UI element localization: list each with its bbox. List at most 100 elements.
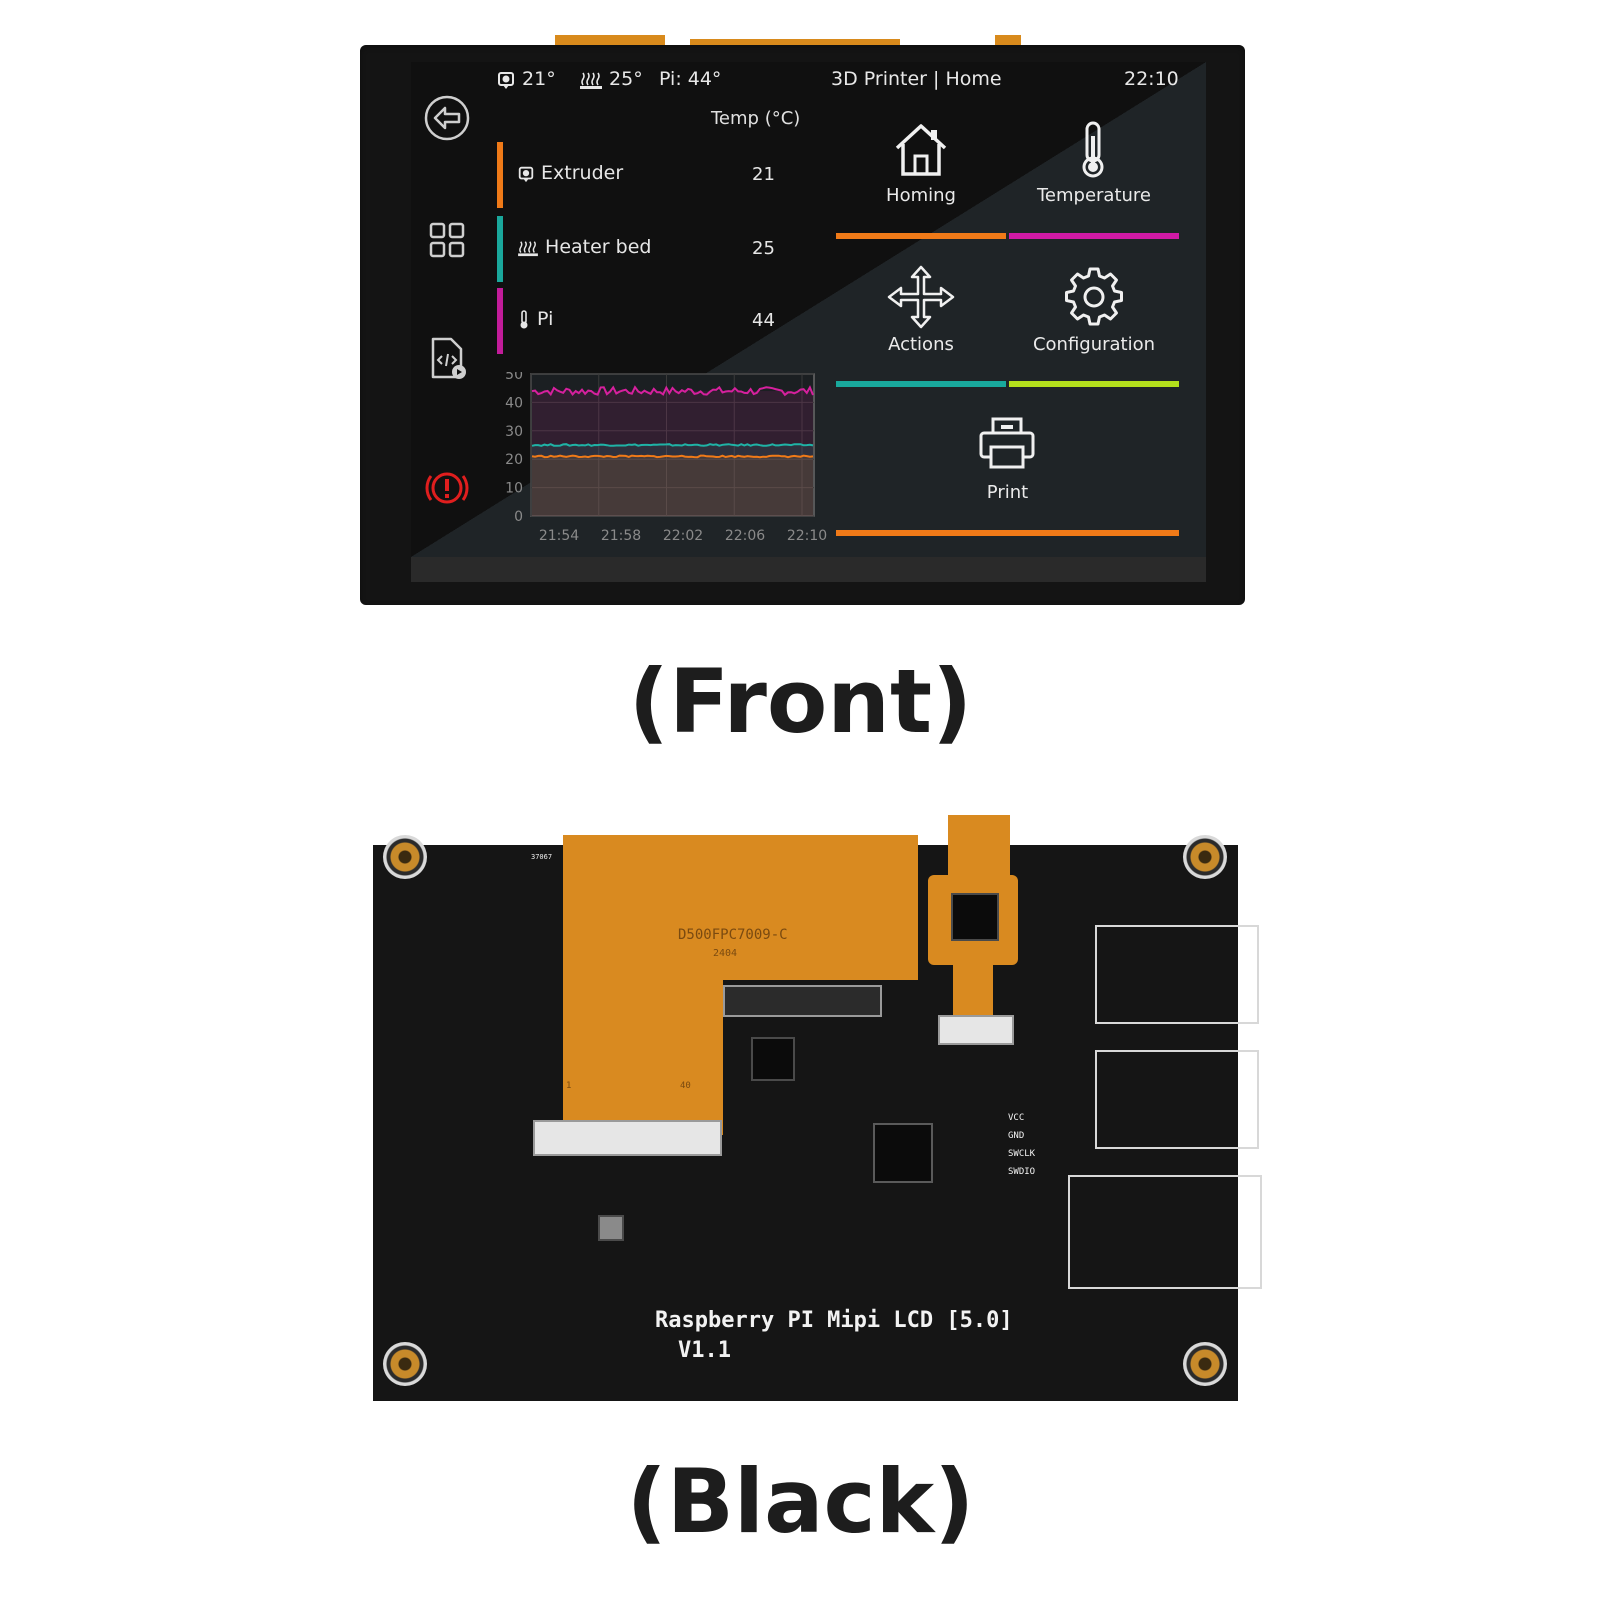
pin-swdio: SWDIO: [1008, 1167, 1036, 1177]
mipi-connector: [723, 985, 882, 1017]
fpc-pin-1: 1: [566, 1081, 572, 1091]
chart-y-tick-label: 0: [514, 509, 523, 525]
tile-underline: [1009, 233, 1179, 239]
status-clock: 22:10: [1124, 68, 1179, 90]
extruder-icon: [518, 166, 534, 182]
caption-front: (Front): [628, 650, 973, 753]
lcd-fpc-connector: [533, 1120, 722, 1156]
temp-row-extruder[interactable]: Extruder 21: [497, 142, 797, 208]
board-tiny-label: 37067: [531, 853, 553, 861]
mount-hole-bottom-left: [383, 1342, 427, 1386]
heater-bed-icon: [518, 240, 538, 256]
fpc-date: 2404: [713, 948, 738, 959]
back-arrow-icon: [424, 95, 470, 141]
mount-hole-top-right: [1183, 835, 1227, 879]
thermometer-icon: [1082, 121, 1104, 178]
chart-series-line: [531, 385, 814, 397]
silk-outline-3: [1068, 1175, 1262, 1289]
gear-icon: [1065, 267, 1123, 326]
grid-icon: [429, 222, 465, 258]
tile-underline: [836, 530, 1179, 536]
tile-label: Temperature: [1036, 185, 1152, 206]
chart-series-line: [531, 443, 814, 447]
tile-underline: [836, 233, 1006, 239]
bezel-chin: [411, 557, 1206, 582]
tile-underline: [836, 381, 1006, 387]
caption-back: (Black): [626, 1450, 975, 1553]
tile-temperature[interactable]: Temperature: [1009, 117, 1179, 257]
chart-y-tick-label: 40: [505, 395, 523, 411]
temp-row-color-bar: [497, 288, 503, 354]
printer-icon: [979, 417, 1035, 469]
tile-actions[interactable]: Actions: [836, 264, 1006, 404]
status-extruder-temp: 21°: [522, 68, 556, 90]
temp-row-value: 44: [752, 310, 775, 331]
chart-y-tick-label: 10: [505, 481, 523, 497]
top-ribbon-mid: [690, 39, 900, 49]
mount-hole-bottom-right: [1183, 1342, 1227, 1386]
fpc-ribbon-down: [563, 975, 723, 1135]
back-button[interactable]: [423, 94, 471, 142]
temp-row-color-bar: [497, 142, 503, 208]
fpc-code: D500FPC7009-C: [678, 927, 788, 943]
temp-row-value: 25: [752, 238, 775, 259]
lcd-screen: 21° 25° Pi: 44° 3D Printer | Home 22:10 …: [411, 62, 1206, 557]
status-pi-temp: Pi: 44°: [659, 68, 722, 90]
chart-x-tick-label: 21:58: [601, 528, 641, 544]
tile-label: Print: [986, 482, 1029, 503]
tile-label: Configuration: [1032, 334, 1156, 355]
emergency-stop-button[interactable]: [423, 464, 471, 512]
fpc-ribbon-top: [563, 835, 918, 980]
thermometer-icon: [520, 309, 528, 328]
menu-grid-button[interactable]: [423, 216, 471, 264]
move-arrows-icon: [887, 265, 955, 329]
temp-row-color-bar: [497, 216, 503, 282]
status-bed-temp: 25°: [609, 68, 643, 90]
pin-gnd: GND: [1008, 1131, 1025, 1141]
board-label: Raspberry PI Mipi LCD [5.0]: [655, 1308, 1013, 1333]
status-extruder: 21°: [496, 68, 556, 90]
heater-bed-icon: [580, 72, 602, 89]
chart-y-ticks: 0 10 20 30 40 50: [505, 372, 523, 525]
tile-underline: [1009, 381, 1179, 387]
emergency-stop-icon: [425, 472, 469, 504]
chart-y-tick-label: 50: [505, 372, 523, 383]
temp-row-heater-bed[interactable]: Heater bed 25: [497, 216, 797, 282]
chart-x-tick-label: 22:10: [787, 528, 827, 544]
chart-series-fill: [532, 391, 813, 516]
touch-fpc-top: [948, 815, 1010, 875]
temp-header: Temp (°C): [711, 108, 801, 129]
side-nav: [411, 94, 481, 557]
chart-y-tick-label: 20: [505, 452, 523, 468]
silk-outline-2: [1095, 1050, 1259, 1149]
temp-row-pi[interactable]: Pi 44: [497, 288, 797, 354]
tile-configuration[interactable]: Configuration: [1009, 264, 1179, 404]
pin-swclk: SWCLK: [1008, 1149, 1036, 1159]
pin-vcc: VCC: [1008, 1113, 1025, 1123]
mount-hole-top-left: [383, 835, 427, 879]
mcu-chip: [873, 1123, 933, 1183]
chart-series-line: [531, 454, 814, 459]
screen-title: 3D Printer | Home: [831, 68, 1002, 90]
silk-outline-1: [1095, 925, 1259, 1024]
chart-y-tick-label: 30: [505, 424, 523, 440]
temp-row-label: Extruder: [541, 162, 624, 184]
temp-row-label: Pi: [537, 308, 554, 330]
temp-row-label: Heater bed: [545, 236, 652, 258]
chart-x-tick-label: 22:02: [663, 528, 703, 544]
tile-print[interactable]: Print: [836, 410, 1179, 550]
tile-label: Homing: [886, 185, 956, 206]
extruder-icon: [498, 71, 514, 89]
chart-x-tick-label: 21:54: [539, 528, 579, 544]
tile-label: Actions: [888, 334, 954, 355]
temp-row-value: 21: [752, 164, 775, 185]
status-bed: 25°: [579, 68, 643, 90]
status-bar: 21° 25° Pi: 44° 3D Printer | Home 22:10: [411, 62, 1206, 94]
chart-fills: [532, 391, 813, 516]
temp-row-name: Extruder: [517, 162, 623, 184]
home-icon: [895, 124, 947, 176]
chart-series-fill: [532, 456, 813, 516]
tile-homing[interactable]: Homing: [836, 117, 1006, 257]
touch-fpc-tail: [953, 960, 993, 1015]
gcode-files-button[interactable]: [423, 334, 471, 382]
